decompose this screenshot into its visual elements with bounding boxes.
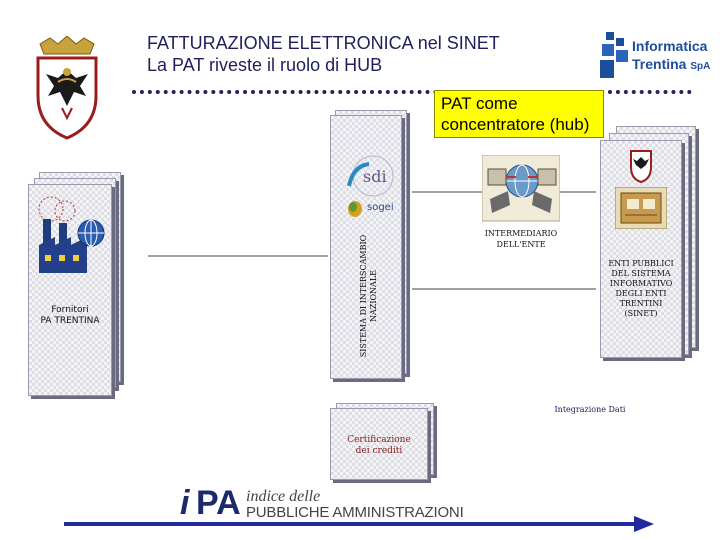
sdi-mark-text: sdi bbox=[363, 167, 387, 186]
sdi-label-line-2: NAZIONALE bbox=[369, 196, 379, 396]
enti-panel: ENTI PUBBLICI DEL SISTEMA INFORMATIVO DE… bbox=[600, 140, 682, 358]
intermediario-label-line-1: INTERMEDIARIO bbox=[476, 228, 566, 239]
certificazione-label-line-2: dei crediti bbox=[331, 446, 427, 457]
enti-label-line-2: DEL SISTEMA bbox=[601, 269, 681, 279]
informatica-trentina-mark-icon bbox=[598, 32, 632, 80]
enti-documents-icon bbox=[615, 187, 667, 229]
enti-label: ENTI PUBBLICI DEL SISTEMA INFORMATIVO DE… bbox=[601, 259, 681, 319]
title-line-2: La PAT riveste il ruolo di HUB bbox=[147, 54, 500, 76]
enti-label-line-5: TRENTINI bbox=[601, 299, 681, 309]
integrazione-dati-label: Integrazione Dati bbox=[540, 404, 640, 415]
fornitori-panel: Fornitori PA TRENTINA bbox=[28, 184, 112, 396]
intermediario-computers-icon bbox=[482, 155, 560, 225]
logo-text-1: Informatica bbox=[632, 38, 707, 54]
enti-label-line-3: INFORMATIVO bbox=[601, 279, 681, 289]
intermediario-label: INTERMEDIARIO DELL'ENTE bbox=[476, 228, 566, 250]
logo-text-2: Trentina bbox=[632, 56, 686, 72]
logo-text-suffix: SpA bbox=[690, 61, 710, 72]
sdi-vertical-label: SISTEMA DI INTERSCAMBIO NAZIONALE bbox=[359, 196, 379, 396]
arrow-sdi-enti bbox=[412, 288, 596, 290]
coat-of-arms-logo bbox=[28, 36, 106, 140]
intermediario-icon-box bbox=[482, 155, 560, 225]
certificazione-panel: Certificazione dei crediti bbox=[330, 408, 428, 480]
enti-label-line-4: DEGLI ENTI bbox=[601, 289, 681, 299]
sdi-panel: sdi sogei SISTEMA DI INTERSCAMBIO NAZION… bbox=[330, 115, 402, 379]
fornitori-label-line-2: PA TRENTINA bbox=[29, 316, 111, 327]
arrow-sdi-intermediario bbox=[412, 191, 482, 193]
sdi-label-line-1: SISTEMA DI INTERSCAMBIO bbox=[359, 196, 369, 396]
bottom-timeline-arrow bbox=[60, 514, 660, 534]
enti-label-line-6: (SINET) bbox=[601, 309, 681, 319]
hub-note-line-2: concentratore (hub) bbox=[441, 114, 597, 135]
arrow-intermediario-enti bbox=[560, 191, 596, 193]
factory-globe-icon bbox=[35, 193, 105, 273]
title-line-1: FATTURAZIONE ELETTRONICA nel SINET bbox=[147, 32, 500, 54]
enti-label-line-1: ENTI PUBBLICI bbox=[601, 259, 681, 269]
intermediario-label-line-2: DELL'ENTE bbox=[476, 239, 566, 250]
hub-note: PAT come concentratore (hub) bbox=[434, 90, 604, 138]
fornitori-label: Fornitori PA TRENTINA bbox=[29, 305, 111, 327]
arrow-fornitori-sdi bbox=[148, 255, 328, 257]
certificazione-label: Certificazione dei crediti bbox=[331, 435, 427, 457]
hub-note-line-1: PAT come bbox=[441, 93, 597, 114]
informatica-trentina-logo: Informatica Trentina SpA bbox=[598, 30, 708, 84]
certificazione-label-line-1: Certificazione bbox=[331, 435, 427, 446]
enti-coat-of-arms-icon bbox=[629, 149, 653, 183]
page-title: FATTURAZIONE ELETTRONICA nel SINET La PA… bbox=[147, 32, 500, 76]
header-separator bbox=[132, 90, 692, 94]
fornitori-label-line-1: Fornitori bbox=[29, 305, 111, 316]
